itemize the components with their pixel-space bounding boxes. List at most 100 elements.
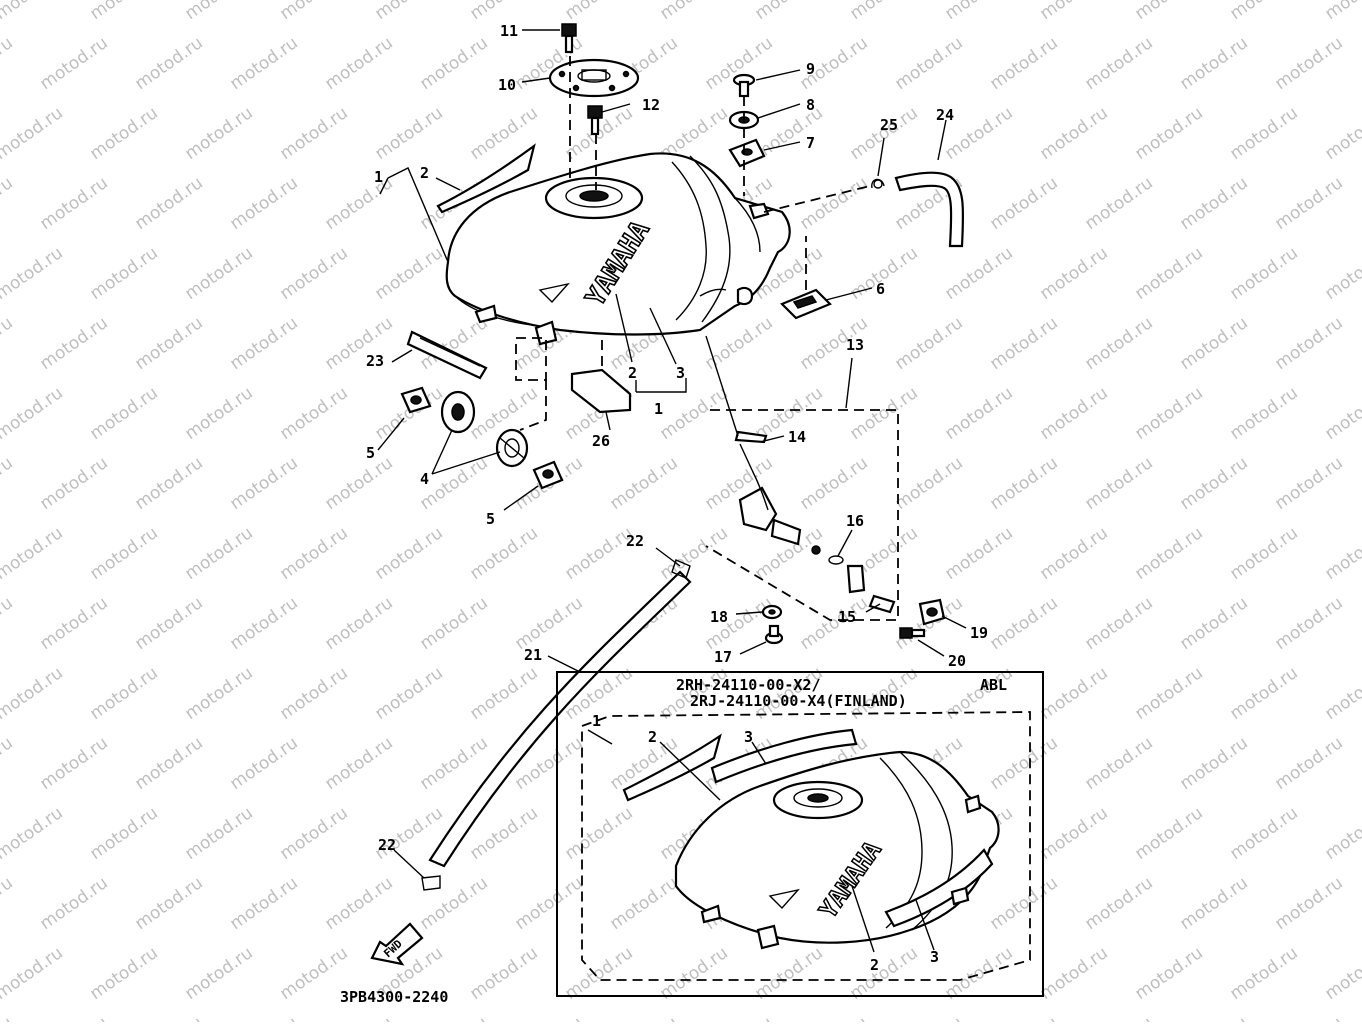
inset-variant-code: ABL	[980, 676, 1007, 694]
watermark-text: motod.ru	[131, 313, 206, 374]
watermark-text: motod.ru	[796, 173, 871, 234]
watermark-text: motod.ru	[1271, 313, 1346, 374]
fuel-cap	[548, 58, 640, 98]
watermark-text: motod.ru	[1226, 663, 1301, 724]
callout-9: 9	[806, 60, 815, 78]
watermark-text: motod.ru	[131, 1013, 206, 1022]
collar-right	[532, 460, 564, 490]
fuel-cock-assembly	[705, 409, 899, 621]
hose-clip	[871, 178, 885, 189]
leader-lines	[377, 29, 967, 879]
watermark-text: motod.ru	[86, 0, 161, 24]
watermark-text: motod.ru	[1131, 103, 1206, 164]
watermark-text: motod.ru	[36, 873, 111, 934]
watermark-text: motod.ru	[846, 943, 921, 1004]
watermark-text: motod.ru	[86, 943, 161, 1004]
watermark-text: motod.ru	[131, 453, 206, 514]
watermark-text: motod.ru	[1081, 873, 1156, 934]
watermark-text: motod.ru	[1036, 103, 1111, 164]
watermark-text: motod.ru	[1036, 383, 1111, 444]
watermark-text: motod.ru	[466, 663, 541, 724]
watermark-text: motod.ru	[0, 243, 67, 304]
damper-strip	[406, 330, 488, 380]
watermark-text: motod.ru	[986, 33, 1061, 94]
callout-13: 13	[846, 336, 864, 354]
watermark-text: motod.ru	[846, 0, 921, 24]
watermark-text: motod.ru	[1271, 1013, 1346, 1022]
callout-4: 4	[420, 470, 429, 488]
watermark-text: motod.ru	[1081, 453, 1156, 514]
watermark-text: motod.ru	[0, 593, 17, 654]
watermark-text: motod.ru	[276, 103, 351, 164]
inset-callout-2: 2	[648, 728, 657, 746]
watermark-text: motod.ru	[561, 803, 636, 864]
watermark-text: motod.ru	[1081, 593, 1156, 654]
watermark-text: motod.ru	[1226, 803, 1301, 864]
watermark-text: motod.ru	[1036, 243, 1111, 304]
watermark-text: motod.ru	[0, 173, 17, 234]
watermark-text: motod.ru	[1131, 243, 1206, 304]
watermark-text: motod.ru	[1271, 453, 1346, 514]
watermark-text: motod.ru	[986, 593, 1061, 654]
watermark-text: motod.ru	[416, 733, 491, 794]
watermark-text: motod.ru	[181, 243, 256, 304]
watermark-text: motod.ru	[1036, 803, 1111, 864]
watermark-text: motod.ru	[416, 33, 491, 94]
watermark-text: motod.ru	[561, 0, 636, 24]
watermark-text: motod.ru	[1271, 33, 1346, 94]
watermark-text: motod.ru	[131, 733, 206, 794]
watermark-text: motod.ru	[276, 523, 351, 584]
watermark-text: motod.ru	[226, 173, 301, 234]
watermark-text: motod.ru	[986, 873, 1061, 934]
watermark-text: motod.ru	[321, 313, 396, 374]
watermark-text: motod.ru	[321, 1013, 396, 1022]
breather-hose	[894, 171, 965, 248]
watermark-text: motod.ru	[181, 383, 256, 444]
watermark-text: motod.ru	[131, 593, 206, 654]
watermark-text: motod.ru	[941, 943, 1016, 1004]
callout-20: 20	[948, 652, 966, 670]
collar-left	[400, 386, 432, 414]
watermark-text: motod.ru	[1131, 803, 1206, 864]
callout-3: 3	[676, 364, 685, 382]
watermark-text: motod.ru	[1131, 0, 1206, 24]
watermark-text: motod.ru	[226, 453, 301, 514]
callout-14: 14	[788, 428, 806, 446]
callout-25: 25	[880, 116, 898, 134]
watermark-text: motod.ru	[1226, 383, 1301, 444]
callout-1: 1	[374, 168, 383, 186]
inset-callout-2b: 2	[870, 956, 879, 974]
watermark-text: motod.ru	[511, 593, 586, 654]
callout-17: 17	[714, 648, 732, 666]
watermark-text: motod.ru	[656, 523, 731, 584]
watermark-text: motod.ru	[276, 663, 351, 724]
watermark-text: motod.ru	[1321, 943, 1362, 1004]
watermark-text: motod.ru	[1226, 103, 1301, 164]
watermark-text: motod.ru	[0, 313, 17, 374]
watermark-text: motod.ru	[131, 873, 206, 934]
watermark-text: motod.ru	[1176, 733, 1251, 794]
watermark-text: motod.ru	[1226, 0, 1301, 24]
watermark-text: motod.ru	[276, 243, 351, 304]
grommet-right	[495, 428, 529, 468]
watermark-text: motod.ru	[1036, 0, 1111, 24]
watermark-text: motod.ru	[751, 0, 826, 24]
callout-5: 5	[366, 444, 375, 462]
inset-callout-3: 3	[744, 728, 753, 746]
watermark-text: motod.ru	[751, 943, 826, 1004]
watermark-text: motod.ru	[1131, 523, 1206, 584]
watermark-text: motod.ru	[1176, 33, 1251, 94]
watermark-text: motod.ru	[181, 523, 256, 584]
watermark-text: motod.ru	[36, 593, 111, 654]
mount-bolt	[732, 73, 756, 98]
watermark-text: motod.ru	[0, 33, 17, 94]
watermark-text: motod.ru	[276, 0, 351, 24]
callout-22b: 22	[378, 836, 396, 854]
watermark-text: motod.ru	[1081, 33, 1156, 94]
watermark-text: motod.ru	[36, 173, 111, 234]
inset-partno-line1: 2RH-24110-00-X2/	[676, 676, 821, 694]
watermark-text: motod.ru	[941, 523, 1016, 584]
watermark-text: motod.ru	[1321, 383, 1362, 444]
callout-6: 6	[876, 280, 885, 298]
